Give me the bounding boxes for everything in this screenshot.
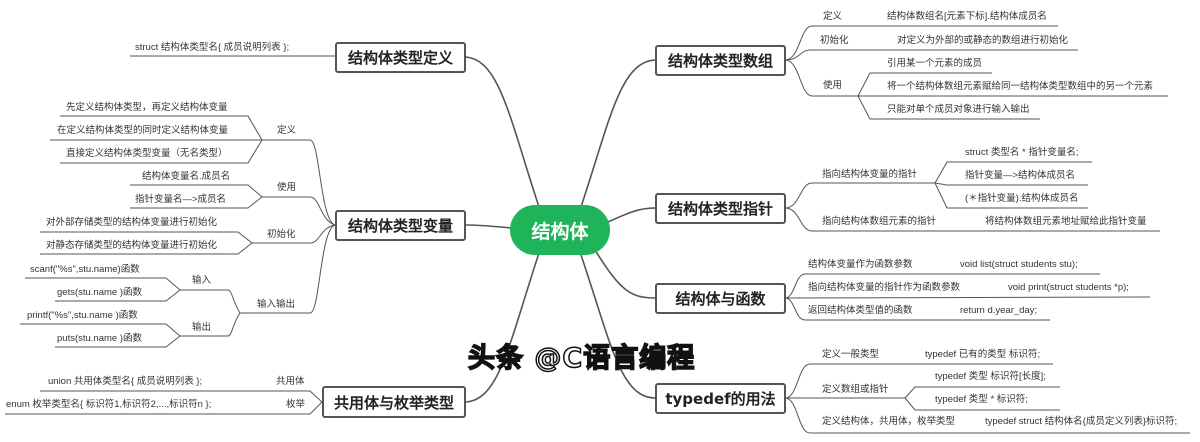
typedef-array-item: typedef 类型 标识符[长度]; (935, 371, 1046, 382)
array-define-value: 结构体数组名[元素下标].结构体成员名 (887, 11, 1047, 22)
typedef-struct-label: 定义结构体，共用体，枚举类型 (822, 416, 956, 427)
define-item: 直接定义结构体类型变量（无名类型） (66, 148, 228, 159)
use-item: 指针变量名—>成员名 (135, 194, 227, 205)
output-item: printf("%s",stu.name )函数 (27, 310, 138, 321)
array-use-item: 只能对单个成员对象进行输入输出 (887, 104, 1030, 115)
typedef-general-label: 定义一般类型 (822, 349, 880, 360)
node-struct-function[interactable]: 结构体与函数 (655, 283, 786, 314)
func-label: 结构体变量作为函数参数 (808, 259, 913, 270)
node-struct-pointer[interactable]: 结构体类型指针 (655, 193, 786, 224)
node-type-variable[interactable]: 结构体类型变量 (335, 210, 466, 241)
var-pointer-item: 指针变量—>结构体成员名 (965, 170, 1076, 181)
define-label: 定义 (277, 125, 297, 136)
use-item: 结构体变量名.成员名 (142, 171, 231, 182)
array-init-label: 初始化 (820, 35, 849, 46)
var-pointer-label: 指向结构体变量的指针 (822, 169, 918, 180)
use-label: 使用 (277, 182, 297, 193)
array-define-label: 定义 (823, 11, 843, 22)
typedef-array-item: typedef 类型 * 标识符; (935, 394, 1028, 405)
output-item: puts(stu.name )函数 (57, 333, 142, 344)
node-union-enum[interactable]: 共用体与枚举类型 (322, 386, 466, 418)
enum-label: 枚举 (286, 399, 306, 410)
func-label: 返回结构体类型值的函数 (808, 305, 913, 316)
watermark: 头条 @C语言编程 (467, 342, 696, 375)
typedef-array-label: 定义数组或指针 (822, 384, 889, 395)
define-item: 先定义结构体类型，再定义结构体变量 (66, 102, 228, 113)
var-pointer-item: struct 类型名 * 指针变量名; (965, 147, 1079, 158)
union-syntax: union 共用体类型名{ 成员说明列表 }; (48, 376, 203, 387)
init-label: 初始化 (267, 229, 296, 240)
type-def-syntax: struct 结构体类型名{ 成员说明列表 }; (135, 42, 290, 53)
init-item: 对外部存储类型的结构体变量进行初始化 (46, 217, 218, 228)
node-struct-array[interactable]: 结构体类型数组 (655, 45, 786, 76)
typedef-general-value: typedef 已有的类型 标识符; (925, 349, 1041, 360)
typedef-struct-value: typedef struct 结构体名{成员定义列表}标识符; (985, 416, 1178, 427)
array-pointer-value: 将结构体数组元素地址赋给此指针变量 (985, 216, 1147, 227)
array-init-value: 对定义为外部的或静态的数组进行初始化 (897, 35, 1069, 46)
input-item: gets(stu.name )函数 (57, 287, 142, 298)
init-item: 对静态存储类型的结构体变量进行初始化 (46, 240, 218, 251)
enum-syntax: enum 枚举类型名{ 标识符1,标识符2,...,标识符n }; (6, 399, 212, 410)
array-use-item: 引用某一个元素的成员 (887, 58, 983, 69)
func-value: void print(struct students *p); (1008, 282, 1129, 293)
central-topic[interactable]: 结构体 (510, 205, 610, 255)
func-value: void list(struct students stu); (960, 259, 1078, 270)
array-use-label: 使用 (823, 80, 843, 91)
var-pointer-item: (＊指针变量).结构体成员名 (965, 193, 1079, 204)
array-pointer-label: 指向结构体数组元素的指针 (822, 216, 937, 227)
input-label: 输入 (192, 275, 212, 286)
func-value: return d.year_day; (960, 305, 1038, 316)
node-type-definition[interactable]: 结构体类型定义 (335, 42, 466, 73)
array-use-item: 将一个结构体数组元素赋给同一结构体类型数组中的另一个元素 (887, 81, 1154, 92)
func-label: 指向结构体变量的指针作为函数参数 (808, 282, 961, 293)
define-item: 在定义结构体类型的同时定义结构体变量 (57, 125, 229, 136)
input-item: scanf("%s",stu.name)函数 (30, 264, 140, 275)
node-typedef[interactable]: typedef的用法 (655, 383, 786, 414)
output-label: 输出 (192, 322, 212, 333)
io-label: 输入输出 (257, 299, 296, 310)
union-label: 共用体 (276, 376, 305, 387)
